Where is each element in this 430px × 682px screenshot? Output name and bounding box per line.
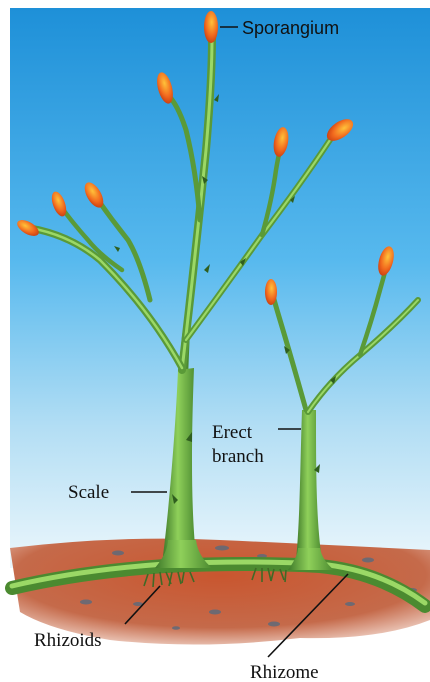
erect-branch-label-line2: branch [212,446,264,467]
rhizoids-label: Rhizoids [34,630,102,651]
sporangium-label: Sporangium [242,18,339,38]
sporangium-top [204,11,218,43]
erect-branch-label-line1: Erect [212,422,253,443]
scale-label: Scale [68,482,109,503]
rhizome-label: Rhizome [250,662,319,682]
soil [10,539,430,645]
